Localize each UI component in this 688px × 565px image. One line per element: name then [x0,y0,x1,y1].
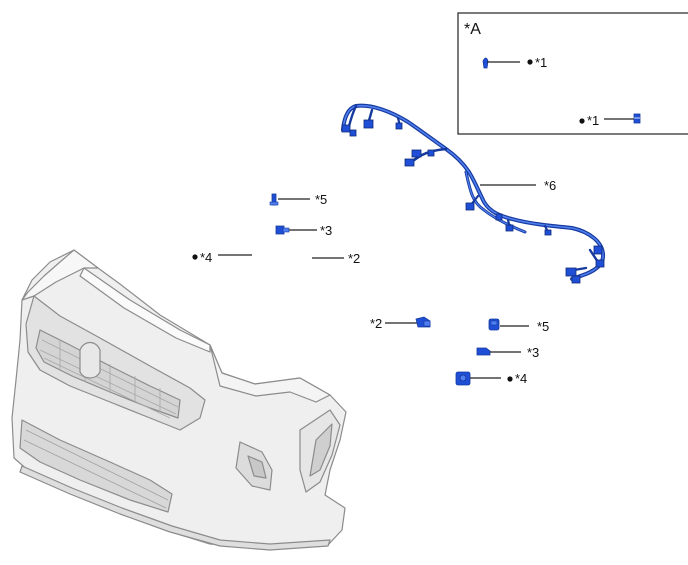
sensor-part-2b [415,316,431,328]
inset-frame [457,12,688,135]
callout-2a: *2 [348,251,360,266]
callout-1a: *1 [535,55,547,70]
clip-part-3a [275,225,290,235]
callout-dot [579,118,585,124]
callout-6: *6 [544,178,556,193]
callout-5b: *5 [537,319,549,334]
callout-dot [507,376,513,382]
harness-connectors [341,119,605,284]
callout-4b: *4 [515,371,527,386]
callout-3a: *3 [320,223,332,238]
inset-label: *A [464,21,481,38]
front-bumper [11,249,347,551]
callout-dot [192,254,198,260]
inset-box: *A *1 *1 [457,12,688,135]
clip-part-3b [476,347,491,356]
callout-4a: *4 [200,250,212,265]
clip-part-5a [269,193,279,206]
clip-part-1b [633,113,641,124]
callout-3b: *3 [527,345,539,360]
retainer-part-4b [455,371,471,386]
callout-dot [527,59,533,65]
clip-part-1a [482,57,489,69]
callout-2b: *2 [370,316,382,331]
callout-1b: *1 [587,113,599,128]
callout-5a: *5 [315,192,327,207]
wire-harness [341,103,606,281]
clip-part-5b [488,318,500,331]
